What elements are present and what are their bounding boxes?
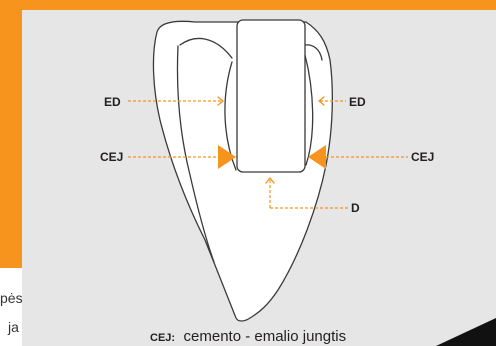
caption-term: CEJ: bbox=[150, 332, 175, 344]
label-cej-right: CEJ bbox=[411, 150, 434, 164]
caption: CEJ: cemento - emalio jungtis bbox=[150, 328, 346, 345]
label-cej-left: CEJ bbox=[100, 150, 123, 164]
side-text-line-1: pės bbox=[0, 290, 23, 306]
corner-wedge bbox=[436, 318, 496, 346]
caption-definition: cemento - emalio jungtis bbox=[184, 328, 347, 345]
prepared-stub bbox=[237, 20, 305, 172]
label-d: D bbox=[351, 201, 360, 215]
side-text-line-2: ja bbox=[7, 319, 19, 335]
label-ed-right: ED bbox=[349, 95, 366, 109]
label-ed-left: ED bbox=[104, 95, 121, 109]
